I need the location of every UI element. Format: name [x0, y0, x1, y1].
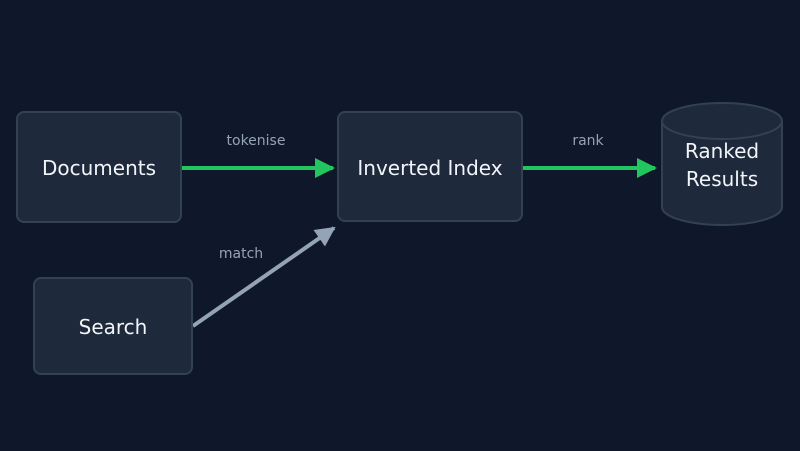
ranked-results-cylinder-body — [661, 121, 783, 226]
edge-match: match — [191, 226, 336, 328]
node-inverted-index[interactable]: Inverted Index — [337, 111, 523, 222]
edge-tokenise: tokenise — [182, 133, 335, 178]
inverted-index-label: Inverted Index — [357, 156, 502, 180]
node-ranked-results[interactable]: Ranked Results — [661, 102, 783, 226]
edge-rank: rank — [523, 133, 657, 178]
match-label: match — [219, 246, 263, 262]
node-search[interactable]: Search — [33, 277, 193, 375]
ranked-results-label-line2: Results — [686, 167, 758, 191]
match-arrow — [191, 226, 336, 328]
ranked-results-cylinder-top — [661, 102, 783, 140]
ranked-results-label-line1: Ranked — [685, 139, 759, 163]
tokenise-label: tokenise — [227, 133, 286, 149]
documents-label: Documents — [42, 156, 156, 180]
rank-label: rank — [572, 133, 604, 149]
node-documents[interactable]: Documents — [16, 111, 182, 223]
search-box — [33, 277, 193, 375]
inverted-index-box — [337, 111, 523, 222]
documents-box — [16, 111, 182, 223]
search-label: Search — [79, 315, 148, 339]
